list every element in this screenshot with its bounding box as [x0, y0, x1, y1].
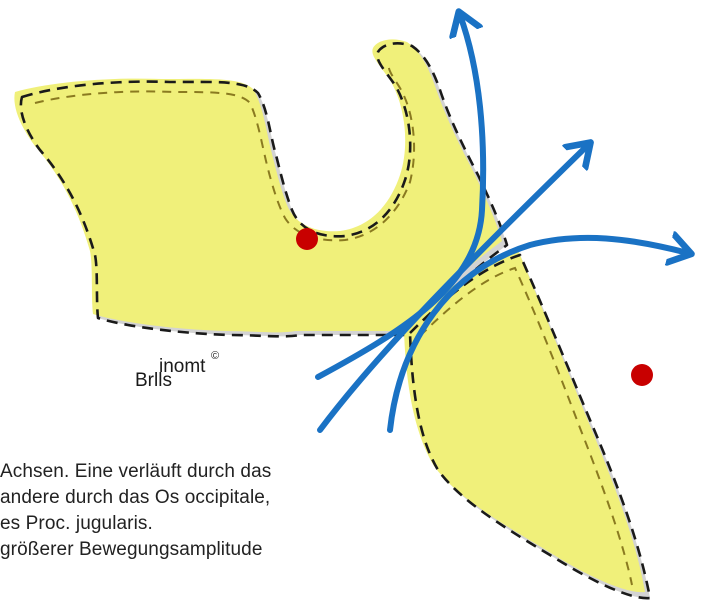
logo-line-2: Brlls — [135, 371, 172, 390]
caption-line-3: es Proc. jugularis. — [0, 513, 153, 535]
axis-point-lower — [631, 364, 653, 386]
axis-point-upper — [296, 228, 318, 250]
upper-bone — [14, 39, 507, 336]
caption-line-1: Achsen. Eine verläuft durch das — [0, 461, 271, 483]
upper-bone-fill — [14, 39, 502, 332]
caption-line-2: andere durch das Os occipitale, — [0, 487, 270, 509]
caption-line-4: größerer Bewegungsamplitude — [0, 539, 263, 561]
logo-copyright: © — [211, 351, 219, 362]
